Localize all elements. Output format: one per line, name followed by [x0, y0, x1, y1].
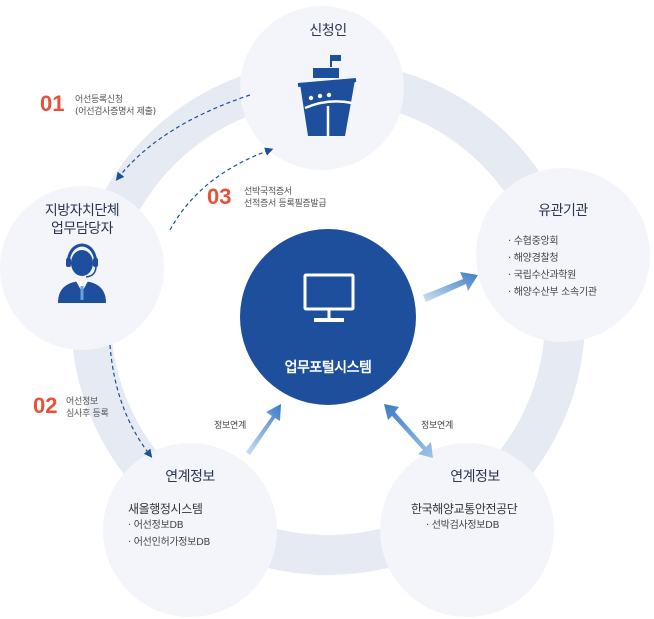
list-item: 해양수산부 소속기관 [508, 284, 597, 301]
monitor-icon [303, 273, 355, 322]
link-left-title: 연계정보 [165, 469, 215, 485]
link-left-list: 어선정보DB 어선인허가정보DB [128, 517, 211, 551]
local-gov-title-2: 업무담당자 [51, 221, 113, 237]
step-03-number: 03 [207, 184, 232, 209]
list-item: 어선정보DB [128, 517, 210, 534]
link-right-subtitle: 한국해양교통안전공단 [411, 502, 518, 516]
applicant-title: 신청인 [309, 23, 347, 39]
step-02-arrow [109, 344, 153, 458]
list-item: 수협중앙회 [508, 233, 597, 250]
related-list: 수협중앙회 해양경찰청 국립수산과학원 해양수산부 소속기관 [508, 233, 597, 301]
step-01-arrow [115, 94, 251, 181]
list-item: 선박검사정보DB [426, 517, 500, 534]
step-03-text: 선박국적증서 선적증서 등록필증발급 [244, 187, 327, 209]
list-item: 해양경찰청 [508, 250, 597, 267]
list-item: 국립수산과학원 [508, 267, 597, 284]
link-right-list: 선박검사정보DB [426, 517, 500, 534]
local-gov-title-1: 지방자치단체 [44, 203, 120, 219]
step-02-number: 02 [33, 393, 58, 418]
center-title: 업무포털시스템 [284, 360, 372, 376]
link-right-label: 정보연계 [421, 421, 453, 431]
arrow-from-link-left [246, 404, 281, 455]
step-01-text: 어선등록신청 (어선검사증명서 제출) [75, 95, 156, 117]
officer-icon [58, 243, 106, 303]
step-02-text: 어선정보 심사후 등록 [66, 397, 109, 419]
link-left-subtitle: 새올행정시스템 [128, 502, 203, 516]
link-left-label: 정보연계 [214, 421, 246, 431]
ship-icon [297, 55, 357, 136]
step-01-number: 01 [40, 91, 65, 116]
link-right-title: 연계정보 [450, 469, 500, 485]
list-item: 어선인허가정보DB [128, 534, 211, 551]
step-03-arrow [169, 147, 274, 231]
related-title: 유관기관 [538, 203, 588, 219]
arrow-to-related [423, 272, 478, 302]
arrow-link-right [384, 404, 433, 458]
